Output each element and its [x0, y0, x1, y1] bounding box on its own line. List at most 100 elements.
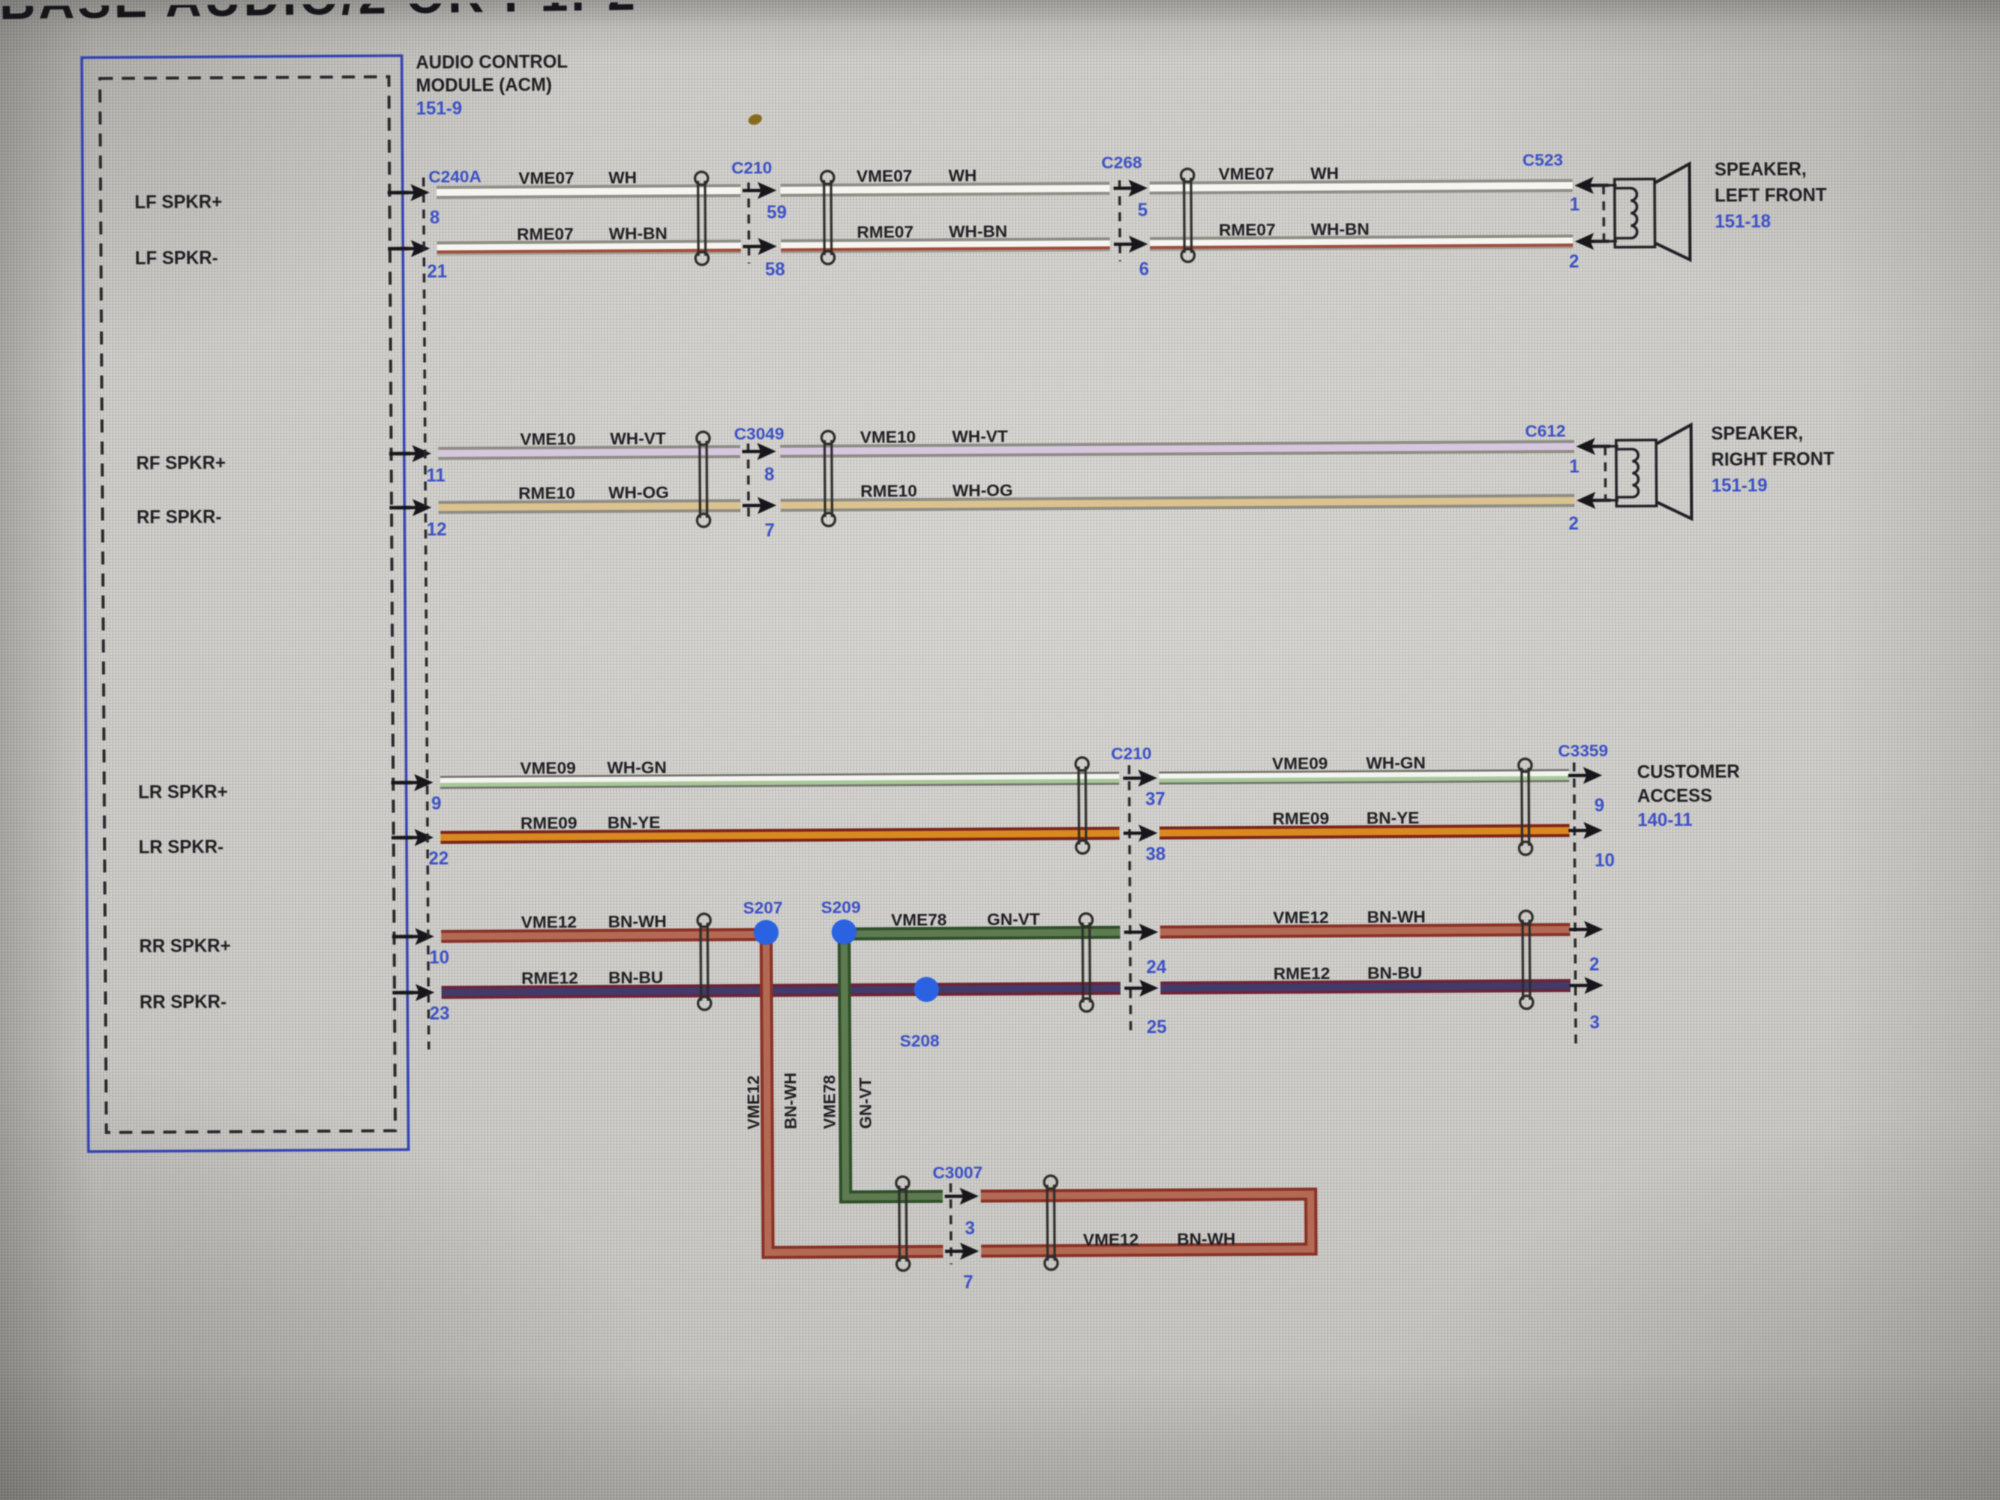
svg-text:VME09: VME09 — [1272, 754, 1328, 773]
svg-text:VME10: VME10 — [520, 430, 576, 449]
svg-text:7: 7 — [963, 1272, 973, 1292]
svg-text:10: 10 — [429, 947, 449, 967]
svg-text:C3007: C3007 — [933, 1163, 983, 1182]
svg-text:RME10: RME10 — [518, 484, 575, 503]
svg-text:MODULE (ACM): MODULE (ACM) — [416, 75, 552, 96]
svg-text:2: 2 — [1589, 954, 1599, 974]
svg-text:VME12: VME12 — [1273, 908, 1329, 927]
svg-text:ACCESS: ACCESS — [1637, 786, 1712, 806]
svg-text:SPEAKER,: SPEAKER, — [1714, 159, 1806, 180]
svg-text:9: 9 — [1594, 795, 1604, 815]
svg-text:C523: C523 — [1522, 151, 1563, 170]
svg-text:WH-BN: WH-BN — [609, 224, 668, 243]
svg-text:7: 7 — [765, 520, 775, 540]
svg-text:RF SPKR-: RF SPKR- — [137, 507, 222, 528]
svg-text:RME07: RME07 — [857, 223, 914, 242]
svg-text:WH-OG: WH-OG — [952, 481, 1013, 500]
svg-text:BN-WH: BN-WH — [608, 912, 667, 931]
svg-text:S207: S207 — [743, 898, 783, 917]
svg-text:VME78: VME78 — [891, 910, 947, 929]
svg-text:6: 6 — [1139, 259, 1149, 279]
svg-text:C210: C210 — [1111, 744, 1152, 763]
svg-text:22: 22 — [429, 848, 449, 868]
svg-text:RME09: RME09 — [520, 814, 577, 833]
svg-text:151-18: 151-18 — [1715, 211, 1771, 231]
svg-text:RME07: RME07 — [517, 225, 574, 244]
svg-text:RME09: RME09 — [1272, 809, 1329, 828]
svg-text:VME10: VME10 — [860, 428, 916, 447]
svg-text:5: 5 — [1138, 200, 1148, 220]
svg-text:24: 24 — [1146, 957, 1166, 977]
svg-text:WH-GN: WH-GN — [1366, 753, 1426, 772]
svg-text:WH-BN: WH-BN — [1311, 220, 1370, 239]
svg-text:C612: C612 — [1525, 422, 1566, 441]
svg-text:RME12: RME12 — [1273, 964, 1330, 983]
svg-text:WH-BN: WH-BN — [949, 222, 1008, 241]
svg-text:WH-OG: WH-OG — [608, 483, 669, 502]
svg-text:140-11: 140-11 — [1637, 810, 1692, 830]
svg-text:12: 12 — [427, 519, 447, 539]
svg-text:23: 23 — [430, 1003, 450, 1023]
svg-text:10: 10 — [1595, 850, 1615, 870]
svg-text:BN-YE: BN-YE — [1366, 808, 1419, 827]
svg-text:C3049: C3049 — [734, 424, 784, 443]
svg-text:GN-VT: GN-VT — [857, 1077, 875, 1128]
svg-text:BN-WH: BN-WH — [1177, 1230, 1236, 1249]
svg-text:LR SPKR+: LR SPKR+ — [138, 782, 228, 803]
svg-text:SPEAKER,: SPEAKER, — [1711, 423, 1803, 444]
svg-text:3: 3 — [965, 1218, 975, 1238]
svg-text:WH-VT: WH-VT — [610, 429, 666, 448]
svg-text:BN-BU: BN-BU — [608, 968, 663, 987]
svg-text:C210: C210 — [731, 158, 772, 177]
svg-text:2: 2 — [1569, 251, 1579, 271]
svg-text:151-9: 151-9 — [416, 98, 462, 118]
svg-text:RR SPKR+: RR SPKR+ — [139, 936, 231, 957]
svg-text:AUDIO CONTROL: AUDIO CONTROL — [416, 52, 568, 73]
svg-text:VME12: VME12 — [521, 913, 577, 932]
svg-text:WH: WH — [1310, 164, 1338, 183]
svg-text:BN-YE: BN-YE — [607, 813, 660, 832]
svg-text:RME12: RME12 — [521, 969, 578, 988]
svg-text:WH: WH — [948, 166, 976, 185]
svg-text:8: 8 — [764, 464, 774, 484]
svg-text:25: 25 — [1147, 1017, 1167, 1037]
svg-text:BN-WH: BN-WH — [782, 1072, 800, 1129]
svg-text:BN-WH: BN-WH — [1367, 907, 1426, 926]
svg-text:RR SPKR-: RR SPKR- — [139, 992, 226, 1013]
svg-text:VME07: VME07 — [1218, 164, 1274, 183]
svg-text:VME07: VME07 — [518, 169, 574, 188]
svg-text:VME12: VME12 — [745, 1075, 763, 1129]
svg-text:C3359: C3359 — [1558, 741, 1608, 760]
svg-text:WH: WH — [608, 168, 636, 187]
svg-text:GN-VT: GN-VT — [987, 910, 1041, 929]
svg-text:3: 3 — [1590, 1012, 1600, 1032]
svg-text:VME12: VME12 — [1083, 1230, 1139, 1249]
svg-text:VME09: VME09 — [520, 759, 576, 778]
svg-text:C268: C268 — [1101, 153, 1142, 172]
svg-text:37: 37 — [1145, 789, 1165, 809]
svg-text:LR SPKR-: LR SPKR- — [139, 837, 224, 858]
svg-text:S208: S208 — [900, 1031, 940, 1050]
svg-text:WH-GN: WH-GN — [607, 758, 667, 777]
svg-text:CUSTOMER: CUSTOMER — [1637, 761, 1740, 782]
svg-text:9: 9 — [431, 793, 441, 813]
svg-text:11: 11 — [426, 465, 445, 485]
svg-text:S209: S209 — [821, 898, 861, 917]
svg-text:8: 8 — [430, 207, 440, 227]
svg-text:21: 21 — [427, 261, 447, 281]
svg-text:58: 58 — [765, 259, 785, 279]
svg-text:BN-BU: BN-BU — [1367, 963, 1422, 982]
svg-text:LEFT FRONT: LEFT FRONT — [1715, 185, 1827, 206]
svg-text:VME07: VME07 — [856, 167, 912, 186]
svg-text:RME10: RME10 — [860, 482, 917, 501]
svg-text:1: 1 — [1569, 456, 1579, 476]
svg-text:2: 2 — [1569, 513, 1579, 533]
svg-text:VME78: VME78 — [821, 1075, 839, 1129]
svg-text:LF SPKR+: LF SPKR+ — [135, 192, 223, 213]
svg-text:RME07: RME07 — [1219, 220, 1276, 239]
svg-text:59: 59 — [767, 202, 787, 222]
svg-text:WH-VT: WH-VT — [952, 427, 1008, 446]
svg-text:RIGHT FRONT: RIGHT FRONT — [1711, 449, 1834, 470]
svg-text:C240A: C240A — [428, 167, 481, 186]
svg-text:151-19: 151-19 — [1711, 475, 1767, 495]
